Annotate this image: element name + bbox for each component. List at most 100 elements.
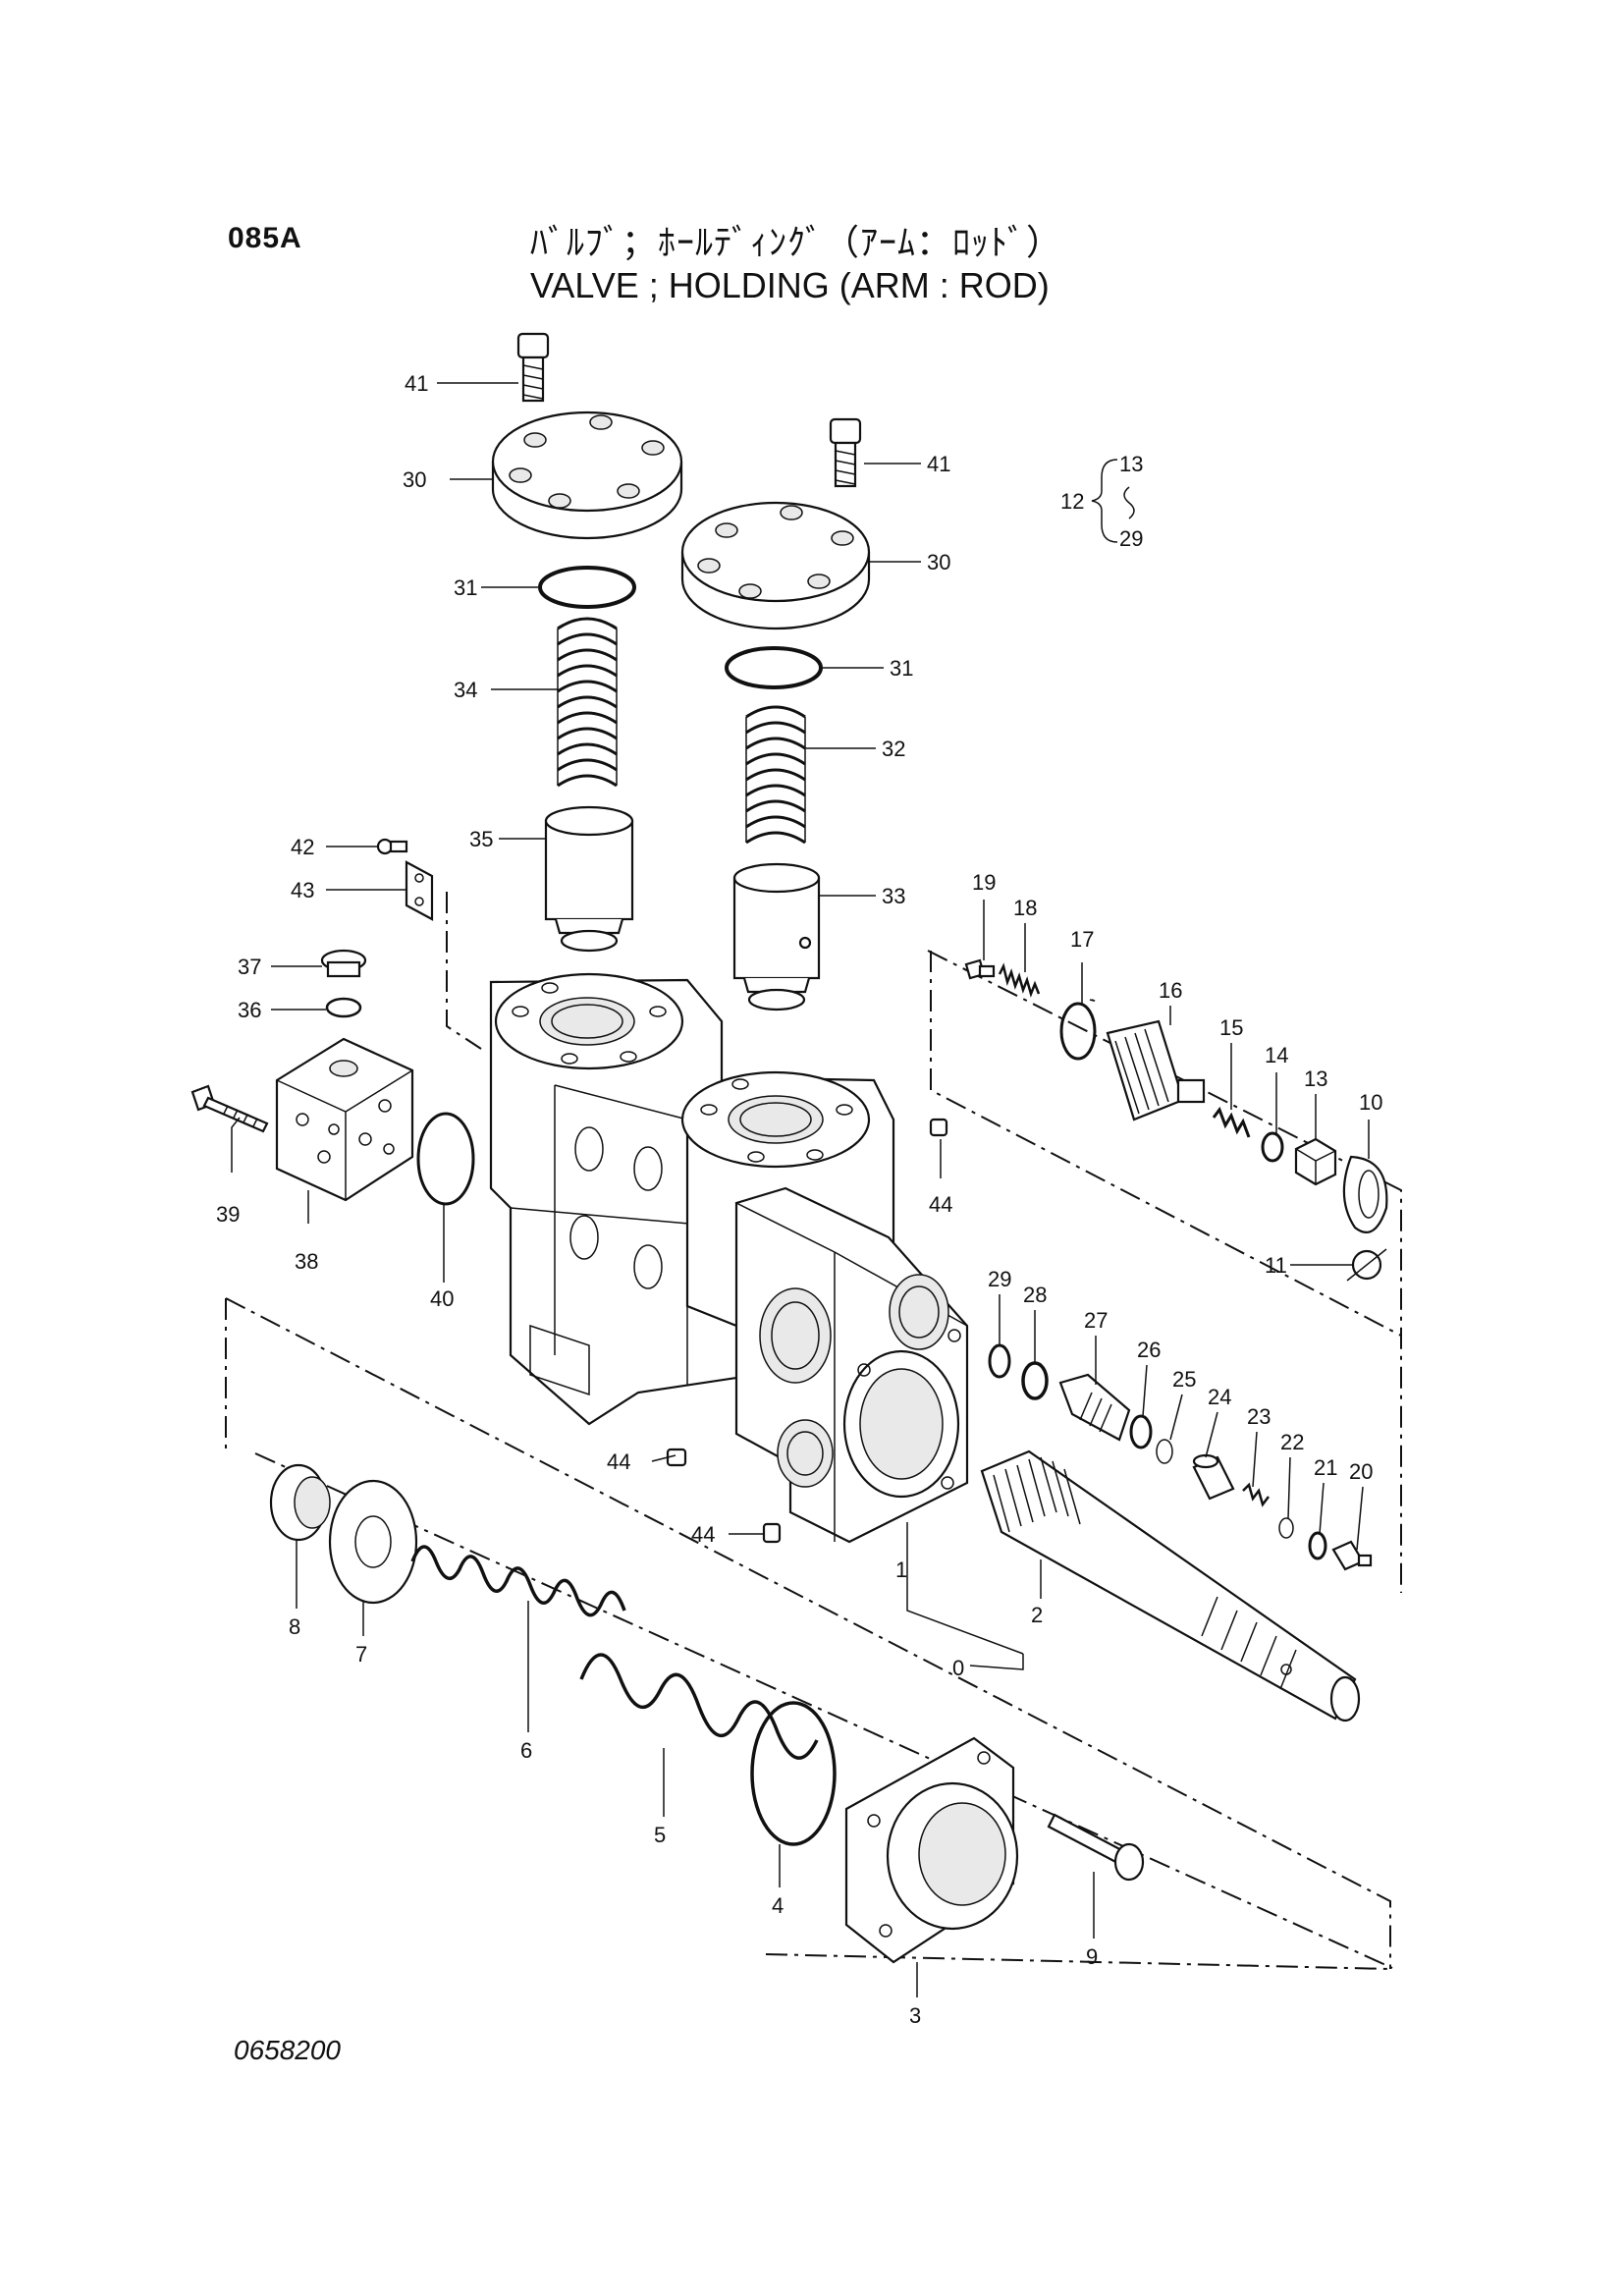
callout-15: 15: [1219, 1015, 1243, 1040]
o-ring-26: [1129, 1414, 1153, 1449]
socket-bolt-41-right: [829, 417, 862, 488]
callout-31-left: 31: [454, 575, 477, 600]
callout-43: 43: [291, 878, 314, 902]
callout-29: 29: [988, 1267, 1011, 1291]
piston-27: [1058, 1373, 1131, 1442]
title-english: VALVE ; HOLDING (ARM : ROD): [530, 265, 1050, 305]
cap-10: [1342, 1155, 1388, 1233]
callout-16: 16: [1159, 978, 1182, 1003]
range-tilde: [1123, 486, 1135, 519]
o-ring-4: [750, 1701, 837, 1846]
spring-18: [998, 962, 1041, 998]
drawing-number: 0658200: [234, 2035, 342, 2065]
spring-5: [579, 1653, 819, 1760]
retainer-8: [269, 1463, 331, 1542]
callout-36: 36: [238, 998, 261, 1022]
callout-30-right: 30: [927, 550, 950, 574]
callout-35: 35: [469, 827, 493, 851]
spring-32: [745, 705, 806, 845]
callout-4: 4: [772, 1893, 784, 1918]
page-code: 085A: [228, 222, 302, 254]
o-ring-29: [988, 1343, 1011, 1379]
poppet-35: [544, 805, 634, 953]
bolt-9: [1047, 1813, 1145, 1882]
cover-3: [844, 1736, 1019, 1964]
relief-kit-outline: [930, 951, 1402, 1337]
leader-lines: [231, 382, 1370, 1997]
assembly-outline-lower: [254, 1452, 1393, 1969]
callout-19: 19: [972, 870, 996, 895]
callout-23: 23: [1247, 1404, 1271, 1429]
callout-33: 33: [882, 884, 905, 908]
callout-37: 37: [238, 955, 261, 979]
cover-plate-30-left: [491, 410, 683, 540]
callout-2: 2: [1031, 1603, 1043, 1627]
callout-34: 34: [454, 678, 477, 702]
callout-13-bracket: 13: [1119, 452, 1143, 476]
assembly-outline-right: [927, 950, 1402, 1593]
callout-31-right: 31: [890, 656, 913, 681]
callout-13: 13: [1304, 1066, 1327, 1091]
callout-7: 7: [355, 1642, 367, 1667]
relief-sleeve-16: [1106, 1019, 1206, 1121]
o-ring-36: [325, 997, 362, 1018]
callout-6: 6: [520, 1738, 532, 1763]
callout-numbers: 41 30 31 34 35 42 43 37 36 39 38 40 41 3…: [216, 371, 1382, 2028]
spring-15: [1212, 1106, 1251, 1138]
callout-17: 17: [1070, 927, 1094, 952]
spring-23: [1242, 1482, 1270, 1507]
spring-6: [410, 1545, 626, 1617]
callout-25: 25: [1172, 1367, 1196, 1392]
callout-38: 38: [295, 1249, 318, 1274]
callout-12: 12: [1060, 489, 1084, 514]
callout-41-right: 41: [927, 452, 950, 476]
sleeve-24: [1192, 1453, 1235, 1501]
callout-11: 11: [1265, 1253, 1287, 1278]
callout-26: 26: [1137, 1338, 1161, 1362]
callout-10: 10: [1359, 1090, 1382, 1115]
callout-41-left: 41: [405, 371, 428, 396]
callout-42: 42: [291, 835, 314, 859]
bracket-12: [1091, 459, 1118, 543]
o-ring-31-right: [725, 646, 823, 689]
callout-3: 3: [909, 2003, 921, 2028]
nut-13: [1294, 1137, 1337, 1186]
callout-44-mid: 44: [607, 1449, 630, 1474]
callout-0: 0: [952, 1656, 964, 1680]
callout-44-bottom: 44: [691, 1522, 715, 1547]
title-japanese: ﾊﾞﾙﾌﾞ；ﾎｰﾙﾃﾞｨﾝｸﾞ（ｱｰﾑ：ﾛｯﾄﾞ）: [530, 222, 1063, 262]
o-ring-17: [1059, 1002, 1097, 1061]
callout-20: 20: [1349, 1459, 1373, 1484]
callout-18: 18: [1013, 896, 1037, 920]
callout-27: 27: [1084, 1308, 1108, 1333]
callout-21: 21: [1314, 1455, 1337, 1480]
valve-body: [489, 972, 969, 1544]
callout-30-left: 30: [403, 467, 426, 492]
callout-29-bracket: 29: [1119, 526, 1143, 551]
callout-39: 39: [216, 1202, 240, 1227]
screw-42: [376, 838, 408, 855]
callout-8: 8: [289, 1614, 300, 1639]
socket-bolt-41-left: [516, 332, 550, 403]
callout-5: 5: [654, 1823, 666, 1847]
callout-44-top: 44: [929, 1192, 952, 1217]
plug-37: [320, 949, 367, 978]
callout-22: 22: [1280, 1430, 1304, 1454]
ring-25: [1156, 1439, 1173, 1464]
plate-43: [405, 860, 434, 921]
assembly-outline-left: [225, 1297, 1391, 1970]
poppet-33: [732, 862, 821, 1011]
callout-40: 40: [430, 1286, 454, 1311]
cover-plate-30-right: [680, 501, 871, 630]
callout-28: 28: [1023, 1283, 1047, 1307]
washer-7: [328, 1479, 418, 1605]
plug-44-top: [929, 1118, 948, 1137]
backup-ring-28: [1021, 1361, 1049, 1400]
spool-2: [980, 1449, 1361, 1722]
spring-34: [557, 617, 618, 788]
callout-24: 24: [1208, 1385, 1231, 1409]
callout-32: 32: [882, 737, 905, 761]
block-38: [275, 1037, 414, 1202]
bracket-guide: [446, 892, 482, 1050]
